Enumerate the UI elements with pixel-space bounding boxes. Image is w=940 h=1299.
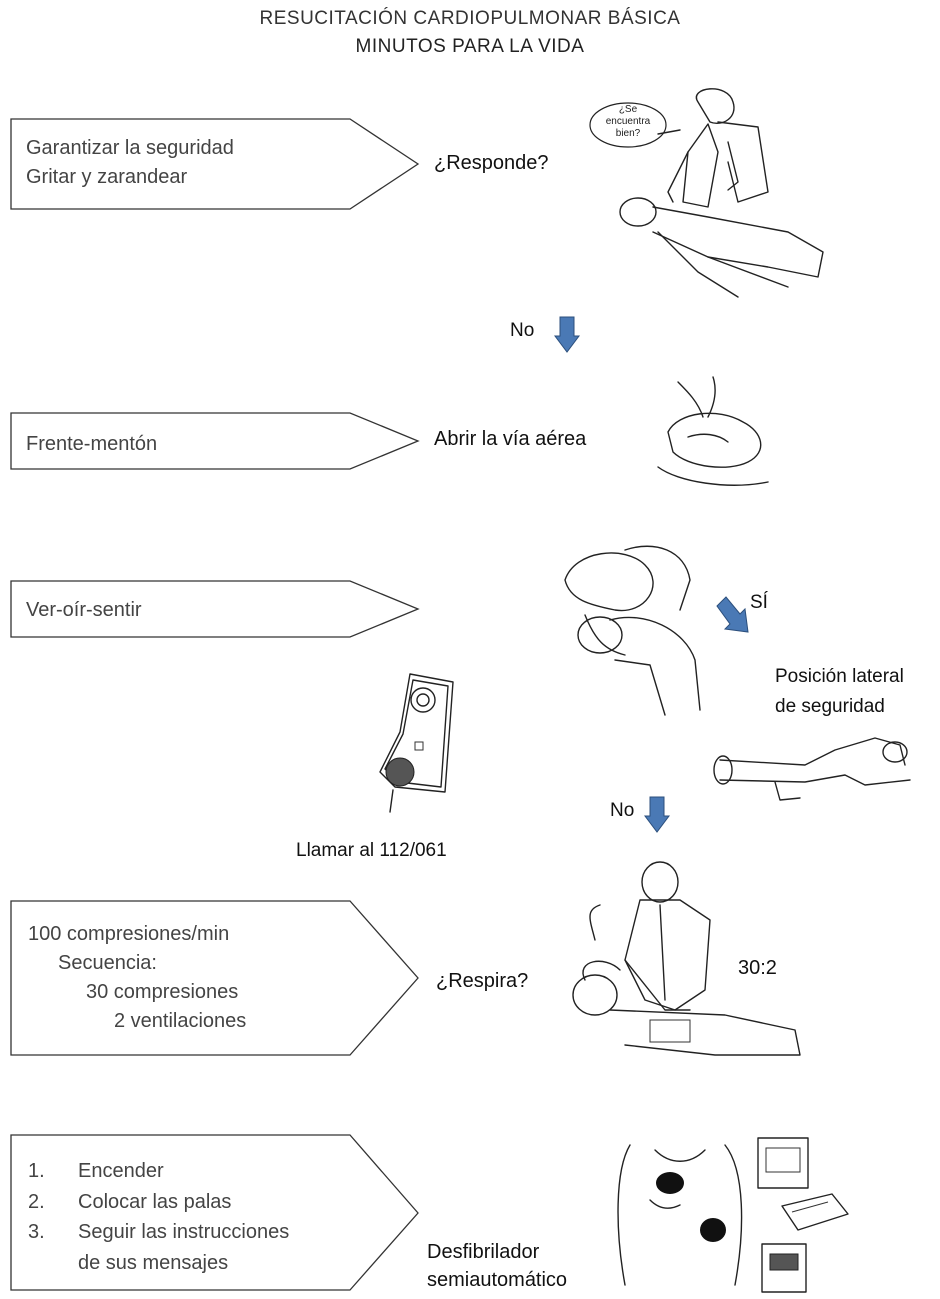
call-label: Llamar al 112/061 bbox=[296, 840, 447, 861]
cpr-illustration bbox=[565, 860, 805, 1075]
check-victim-illustration: ¿Se encuentra bien? bbox=[588, 82, 828, 307]
step-2-question: Abrir la vía aérea bbox=[434, 428, 587, 450]
aed-device-icon bbox=[752, 1134, 852, 1294]
look-listen-feel-illustration bbox=[555, 540, 715, 720]
defibrillator-line-2: semiautomático bbox=[427, 1269, 568, 1291]
list-item-2: 2. Colocar las palas bbox=[28, 1187, 289, 1218]
list-item-3-num: 3. bbox=[28, 1221, 45, 1243]
si-label: SÍ bbox=[750, 592, 768, 613]
list-item-4-text: de sus mensajes bbox=[78, 1251, 229, 1274]
step-4-question: ¿Respira? bbox=[436, 970, 529, 992]
recovery-line-2: de seguridad bbox=[775, 696, 885, 717]
list-item-2-text: Colocar las palas bbox=[78, 1190, 232, 1213]
recovery-position-label: Posición lateral de seguridad bbox=[775, 662, 904, 722]
step-2-box: Frente-mentón bbox=[10, 412, 420, 470]
step-4-line-1: 100 compresiones/min bbox=[28, 923, 230, 945]
diagonal-arrow-icon bbox=[716, 596, 749, 633]
step-1-line-1: Garantizar la seguridad bbox=[26, 137, 234, 159]
step-4-box: 100 compresiones/min Secuencia: 30 compr… bbox=[10, 900, 420, 1056]
step-1-line-2: Gritar y zarandear bbox=[26, 166, 188, 188]
bubble-line-1: ¿Se bbox=[619, 104, 638, 115]
list-item-1-text: Encender bbox=[78, 1160, 164, 1182]
no-label-2: No bbox=[610, 800, 635, 821]
phone-icon bbox=[375, 672, 465, 822]
list-item-4-num bbox=[28, 1248, 78, 1279]
ratio-label: 30:2 bbox=[738, 957, 777, 979]
list-item-3: 3. Seguir las instrucciones bbox=[28, 1217, 289, 1248]
aed-pads-illustration bbox=[610, 1140, 750, 1290]
down-arrow-icon bbox=[554, 316, 580, 353]
title-line-1: RESUCITACIÓN CARDIOPULMONAR BÁSICA bbox=[259, 8, 681, 29]
step-1-question: ¿Responde? bbox=[434, 152, 549, 174]
list-item-4: de sus mensajes bbox=[28, 1248, 289, 1279]
defibrillator-line-1: Desfibrilador bbox=[427, 1241, 540, 1263]
list-item-3-text: Seguir las instrucciones bbox=[78, 1221, 290, 1243]
bubble-line-3: bien? bbox=[616, 128, 641, 139]
recovery-position-illustration bbox=[705, 730, 925, 805]
step-2-line-1: Frente-mentón bbox=[26, 433, 158, 455]
title-line-2: MINUTOS PARA LA VIDA bbox=[355, 36, 585, 57]
down-arrow-icon bbox=[644, 796, 670, 833]
step-1-box: Garantizar la seguridad Gritar y zarande… bbox=[10, 118, 420, 210]
step-4-line-4: 2 ventilaciones bbox=[114, 1010, 247, 1032]
step-4-line-3: 30 compresiones bbox=[86, 981, 239, 1003]
list-item-2-num: 2. bbox=[28, 1190, 45, 1213]
list-item-1: 1. Encender bbox=[28, 1156, 289, 1187]
defibrillator-label: Desfibrilador semiautomático bbox=[427, 1238, 567, 1294]
step-3-line-1: Ver-oír-sentir bbox=[26, 599, 142, 621]
list-item-1-num: 1. bbox=[28, 1160, 45, 1182]
bubble-line-2: encuentra bbox=[606, 116, 651, 127]
step-4-line-2: Secuencia: bbox=[58, 952, 157, 974]
no-label-1: No bbox=[510, 320, 535, 341]
airway-illustration bbox=[648, 372, 778, 492]
step-3-box: Ver-oír-sentir bbox=[10, 580, 420, 638]
step-5-box: 1. Encender 2. Colocar las palas 3. Seguir … bbox=[10, 1134, 420, 1292]
recovery-line-1: Posición lateral bbox=[775, 666, 904, 687]
